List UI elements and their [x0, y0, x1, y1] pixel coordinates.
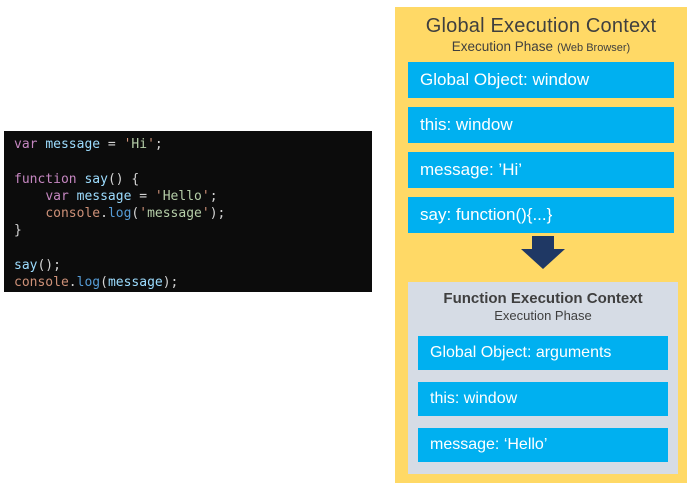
code-token [14, 189, 45, 204]
code-line: console.log(message); [14, 274, 372, 291]
function-context-title: Function Execution Context [443, 290, 643, 307]
code-token: ' [123, 137, 132, 152]
code-token: message [147, 206, 202, 222]
code-token: Hello [162, 188, 202, 204]
code-token: ' [139, 206, 148, 222]
code-token: message [76, 188, 132, 204]
context-item: message: ’Hi’ [408, 152, 674, 188]
code-token: console [14, 275, 69, 291]
code-line: var message = 'Hello'; [14, 188, 372, 205]
code-token: ' [201, 206, 210, 222]
code-token: ( [100, 275, 108, 291]
context-item: say: function(){...} [408, 197, 674, 233]
context-item: this: window [408, 107, 674, 143]
code-token: = [131, 188, 155, 204]
down-arrow-icon [521, 236, 565, 269]
code-line [14, 240, 372, 257]
function-context-subtitle: Execution Phase [494, 308, 592, 323]
context-item: Global Object: window [408, 62, 674, 98]
code-token: . [100, 206, 108, 222]
global-execution-context-panel: Global Execution Context Execution Phase… [395, 7, 687, 483]
code-token: console [45, 206, 101, 222]
code-editor: var message = 'Hi'; function say() { var… [4, 131, 372, 292]
code-token: say [84, 171, 108, 187]
code-token: () { [107, 171, 140, 187]
code-token: ' [201, 188, 210, 204]
code-token: ; [209, 188, 218, 204]
code-line: var message = 'Hi'; [14, 136, 372, 153]
subtitle-text: Execution Phase [451, 39, 554, 54]
code-line: function say() { [14, 171, 372, 188]
code-token: var [45, 188, 69, 204]
code-token: } [14, 223, 22, 239]
code-line: say(); [14, 257, 372, 274]
function-execution-context-panel: Function Execution Context Execution Pha… [408, 282, 678, 474]
code-token: ( [131, 206, 140, 222]
context-item: Global Object: arguments [418, 336, 668, 370]
function-context-boxes: Global Object: arguments this: window mess… [418, 336, 668, 474]
code-token: ; [154, 137, 163, 152]
global-context-title: Global Execution Context [425, 15, 657, 37]
code-token: ' [154, 188, 163, 204]
code-token: message [107, 275, 163, 291]
code-line: } [14, 222, 372, 239]
code-token: message [45, 137, 101, 152]
global-context-subtitle: Execution Phase(Web Browser) [395, 39, 687, 54]
code-token: Hi [131, 137, 148, 152]
code-token: say [14, 258, 38, 274]
code-line: console.log('message'); [14, 205, 372, 222]
code-token: . [68, 275, 77, 291]
code-token: = [100, 137, 124, 152]
code-token: log [76, 275, 101, 291]
global-context-boxes: Global Object: window this: window message… [408, 62, 674, 242]
code-token: ' [147, 137, 155, 152]
code-token [14, 206, 45, 221]
context-item: message: ‘Hello’ [418, 428, 668, 462]
code-token: (); [37, 258, 61, 274]
code-token: ); [162, 275, 179, 291]
context-item: this: window [418, 382, 668, 416]
subtitle-note: (Web Browser) [557, 42, 631, 54]
code-line [14, 153, 372, 170]
code-token: log [107, 206, 132, 222]
code-token: var [14, 137, 38, 152]
code-token [69, 189, 77, 204]
code-token: ); [209, 206, 226, 222]
code-token: function [14, 171, 77, 187]
